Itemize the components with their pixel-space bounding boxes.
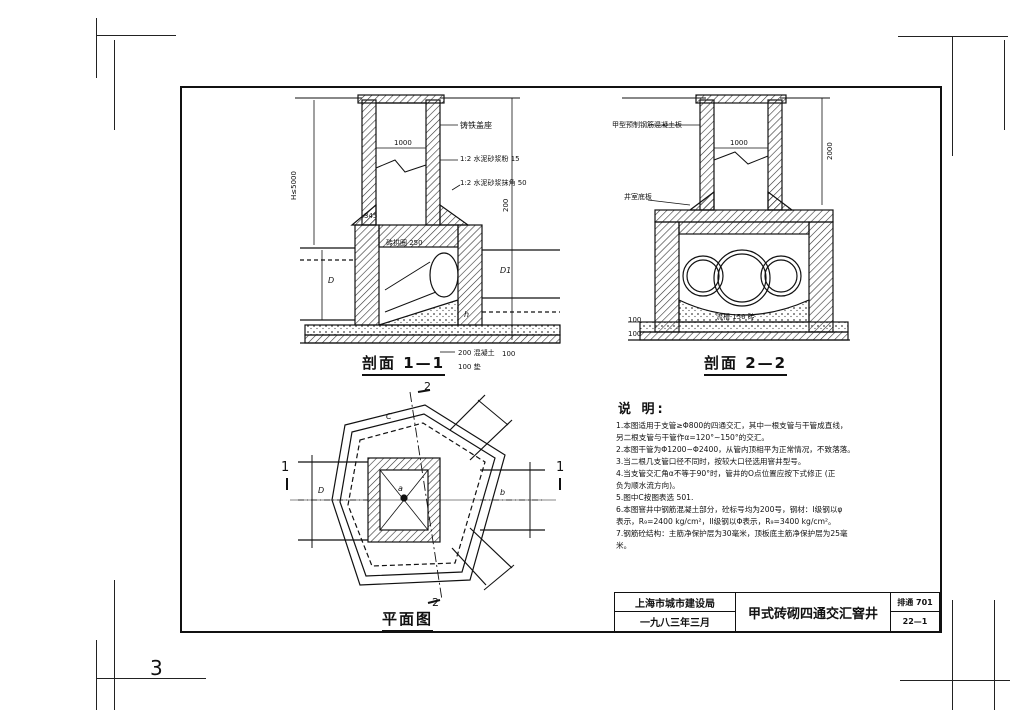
note-line: 1.本图适用于支管≥Φ800的四通交汇，其中一根支管与干管成直线，	[616, 421, 848, 430]
plan-caption: 平面图	[382, 608, 434, 632]
section-2-2-caption: 剖面 2—2	[704, 352, 788, 376]
plan-label-a: a	[398, 484, 403, 493]
cut-mark-2-top: 2	[424, 380, 431, 393]
section-1-1-drawing	[295, 94, 561, 353]
title-block-code: 排通 701	[890, 592, 940, 612]
note-line: 米。	[616, 541, 632, 550]
crop-mark	[898, 36, 1008, 37]
dim-100-a: 100	[628, 316, 642, 324]
title-block-org: 上海市城市建设局	[614, 592, 736, 612]
crop-mark	[114, 580, 115, 710]
plan-label-c: C	[386, 412, 392, 421]
dim-1000: 1000	[394, 139, 412, 147]
title-block: 上海市城市建设局 一九八三年三月 甲式砖砌四通交汇窨井 排通 701 22—1	[614, 592, 940, 632]
crop-mark	[994, 600, 995, 710]
note-line: 表示，R₉=2400 kg/cm²，II级钢以Φ表示，R₉=3400 kg/cm…	[616, 517, 836, 526]
label-slab: 甲型预制钢筋混凝土板	[612, 121, 682, 129]
plan-drawing	[286, 389, 561, 604]
crop-mark	[96, 18, 97, 78]
crop-mark	[900, 680, 1010, 681]
title-block-title: 甲式砖砌四通交汇窨井	[735, 592, 891, 632]
note-line: 另二根支管与干管作α=120°~150°的交汇。	[616, 433, 770, 442]
plan-label-b: b	[500, 488, 506, 497]
dim-100: 100	[502, 350, 516, 358]
label-wall-slab: 井室底板	[624, 193, 652, 201]
note-line: 7.钢筋砼结构：主筋净保护层为30毫米，顶板底主筋净保护层为25毫	[616, 529, 848, 538]
note-line: 负为顺水流方向)。	[616, 481, 680, 490]
crop-mark	[96, 678, 206, 679]
section-2-2-drawing	[622, 94, 850, 341]
label-h: h	[464, 310, 470, 319]
label-d: D	[328, 276, 335, 285]
crop-mark	[1004, 40, 1005, 130]
cut-mark-2-bottom: 2	[432, 596, 439, 609]
label-cushion: 100 垫	[458, 363, 481, 371]
dim-2000: 2000	[826, 142, 834, 160]
crop-mark	[952, 36, 953, 156]
note-line: 5.图中C按图表选 501.	[616, 493, 694, 502]
title-block-sheet: 22—1	[890, 611, 940, 632]
dim-100-b: 100	[628, 330, 642, 338]
crop-mark	[96, 640, 97, 710]
label-ring-beam: 砖拱圈 250	[386, 239, 423, 247]
crop-mark	[952, 600, 953, 710]
label-plaster-2: 1:2 水泥砂浆抹角 50	[460, 179, 527, 187]
note-line: 3.当二根几支管口径不同时，按较大口径选用窨井型号。	[616, 457, 806, 466]
dim-345: 345	[364, 212, 378, 220]
dim-200: 200	[502, 198, 510, 212]
label-d1: D1	[500, 266, 512, 275]
cut-mark-1-right: 1	[556, 460, 565, 475]
label-flow: 流槽 150 砖	[716, 313, 755, 321]
notes-title: 说 明:	[618, 402, 666, 417]
note-line: 4.当支管交汇角α不等于90°时，管井的O点位置应按下式修正 (正	[616, 469, 836, 478]
dim-depth: H≤5000	[290, 171, 298, 200]
drawing-frame	[180, 86, 942, 633]
crop-mark	[96, 35, 176, 36]
dim-1000-b: 1000	[730, 139, 748, 147]
crop-mark	[114, 40, 115, 130]
note-line: 6.本图窨井中钢筋混凝土部分，砼标号均为200号，钢材：I级钢以φ	[616, 505, 843, 514]
label-plaster-1: 1:2 水泥砂浆粉 15	[460, 155, 520, 163]
notes-list: 1.本图适用于支管≥Φ800的四通交汇，其中一根支管与干管成直线， 另二根支管与…	[616, 420, 938, 552]
cut-mark-1-left: 1	[281, 460, 290, 475]
plan-label-d: D	[318, 486, 325, 495]
label-base: 200 混凝土	[458, 349, 495, 357]
title-block-date: 一九八三年三月	[614, 611, 736, 632]
note-line: 2.本图干管为Φ1200~Φ2400，从管内顶相平为正常情况，不致落落。	[616, 445, 855, 454]
section-1-1-caption: 剖面 1—1	[362, 352, 446, 376]
label-cover: 铸铁盖座	[460, 121, 492, 130]
page-number: 3	[150, 656, 163, 680]
